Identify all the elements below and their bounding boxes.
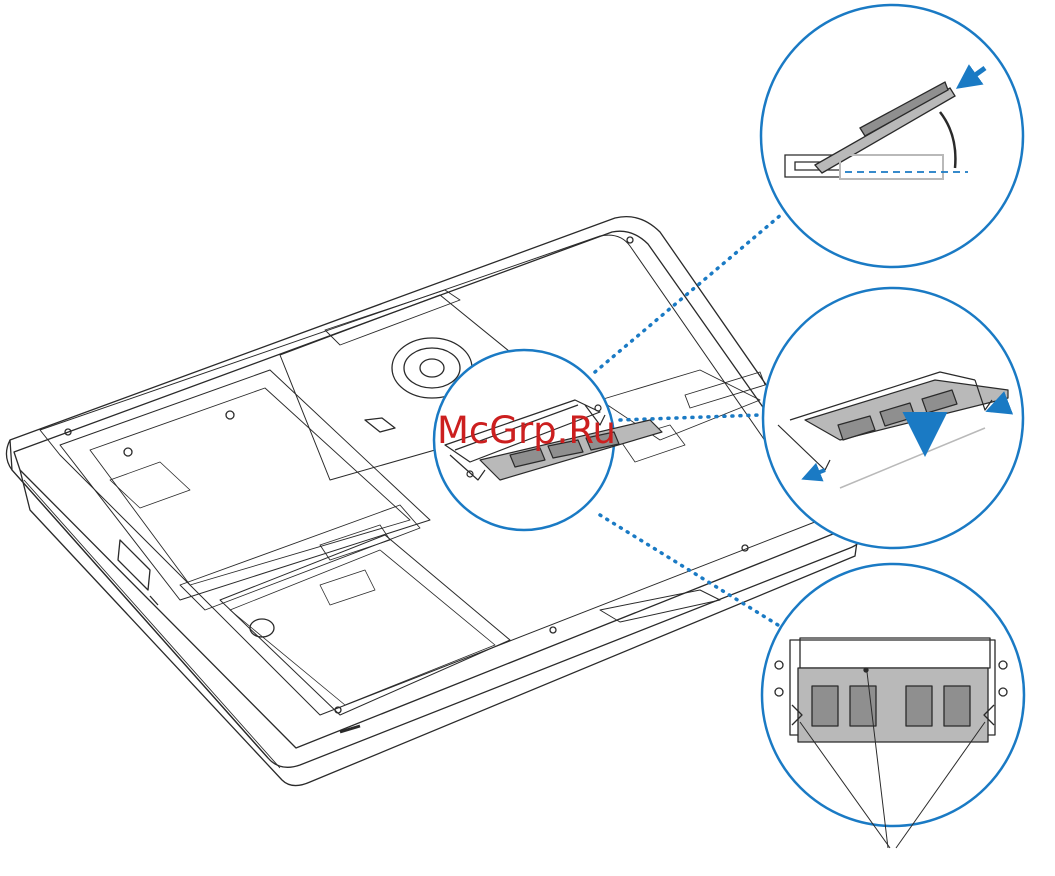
watermark-text: McGrp.Ru xyxy=(437,412,616,449)
ram-press-down-detail xyxy=(763,288,1023,548)
ram-insertion-angle-detail xyxy=(761,5,1023,267)
ram-installed-notches-detail xyxy=(762,564,1024,848)
laptop-bottom-case xyxy=(6,217,863,786)
